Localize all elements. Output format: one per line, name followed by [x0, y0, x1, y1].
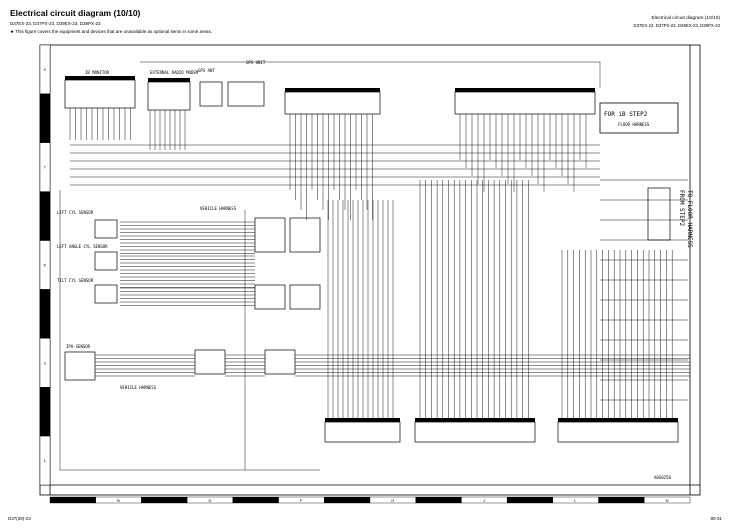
- column-label: H: [391, 498, 394, 503]
- figure-id: A0G0250: [654, 475, 671, 480]
- left-angle-sensor: LEFT ANGLE CYL SENSOR: [57, 244, 118, 271]
- to-floor-label: TO FLOOR HARNESS: [686, 190, 693, 248]
- model-list: D37EX-23, D37PX-23, D39EX-23, D39PX-23: [10, 21, 101, 26]
- main-connector-1: [284, 88, 381, 115]
- left-angle-label: LEFT ANGLE CYL SENSOR: [57, 244, 108, 249]
- bottom-connector-1: [324, 418, 401, 443]
- row-label: 4: [44, 311, 47, 316]
- row-label: 7: [44, 165, 47, 170]
- header-right-models: D37EX-23, D37PX-23, D39EX-23, D39PX-23: [633, 23, 720, 28]
- tilt-cyl-label: TILT CYL SENSOR: [57, 278, 94, 283]
- column-label: J: [483, 498, 485, 503]
- column-label: D: [209, 498, 212, 503]
- gps-ant-label: GPS ANT: [198, 68, 215, 73]
- column-label: F: [300, 498, 303, 503]
- column-label: C: [163, 498, 166, 503]
- ext-radio-label: EXTERNAL RADIO MODEM: [150, 70, 199, 75]
- ib-monitor-connector: IB MONITOR: [64, 70, 136, 109]
- column-band: [415, 496, 462, 504]
- column-label: L: [574, 498, 577, 503]
- row-band: [39, 435, 51, 486]
- mid-connector-d: [289, 284, 321, 310]
- mid-connector-c: [254, 284, 286, 310]
- vehicle-harness-bottom-label: VEHICLE HARNESS: [120, 385, 157, 390]
- footer-page-number: 80-31: [710, 516, 722, 521]
- row-label: 9: [44, 67, 47, 72]
- wiring: [59, 61, 690, 471]
- ipu-label: IPU-SENSOR: [66, 344, 91, 349]
- main-connector-2: [454, 88, 596, 115]
- gps-unit-connector: GPS UNIT: [227, 60, 266, 107]
- row-label: 1: [44, 458, 47, 463]
- column-label: B: [117, 498, 120, 503]
- column-labels: A B C D E F G H I J K L M N: [49, 496, 691, 504]
- column-label: G: [346, 498, 349, 503]
- column-label: A: [71, 498, 74, 503]
- row-label: 5: [44, 263, 47, 268]
- column-label: N: [666, 498, 669, 503]
- external-radio-connector: EXTERNAL RADIO MODEM: [147, 70, 199, 111]
- lift-cyl-sensor: LIFT CYL SENSOR: [57, 210, 118, 239]
- row-label: 3: [44, 360, 47, 365]
- vehicle-harness-top-label: VEHICLE HARNESS: [200, 206, 237, 211]
- column-label: M: [620, 498, 623, 503]
- column-band: [644, 496, 691, 504]
- row-label: 6: [44, 214, 47, 219]
- mid-connector-b: [289, 217, 321, 253]
- step2-label: FOR iB STEP2: [604, 111, 648, 118]
- column-label: I: [437, 498, 438, 503]
- header-right-title: Electrical circuit diagram (10/10): [651, 16, 720, 21]
- column-label: E: [254, 498, 257, 503]
- mid-connector-e: [194, 349, 226, 375]
- right-connector: FROM STEP2 TO FLOOR HARNESS: [647, 187, 693, 248]
- availability-note-text: This figure covers the equipment and dev…: [15, 29, 213, 34]
- row-label: 8: [44, 116, 47, 121]
- availability-note: ★ This figure covers the equipment and d…: [10, 29, 213, 34]
- row-labels: 9 8 7 6 5 4 3 2 1: [39, 44, 51, 486]
- bottom-connector-2: [414, 418, 536, 443]
- lift-cyl-label: LIFT CYL SENSOR: [57, 210, 94, 215]
- column-label: K: [529, 498, 532, 503]
- footer-model: D37(39)-23: [8, 516, 31, 521]
- row-label: 2: [44, 409, 47, 414]
- gps-unit-label: GPS UNIT: [246, 60, 266, 65]
- page-title: Electrical circuit diagram (10/10): [10, 8, 141, 18]
- mid-connector-a: [254, 217, 286, 253]
- ipu-sensor: IPU-SENSOR: [64, 344, 96, 381]
- gps-ant-connector: GPS ANT: [198, 68, 223, 107]
- from-step-label: FROM STEP2: [678, 190, 685, 227]
- ib-monitor-label: IB MONITOR: [85, 70, 110, 75]
- step2-box: FOR iB STEP2 FLOOR HARNESS: [599, 102, 679, 134]
- tilt-cyl-sensor: TILT CYL SENSOR: [57, 278, 118, 304]
- mid-connector-f: [264, 349, 296, 375]
- bottom-connector-3: [557, 418, 679, 443]
- floor-harness-label: FLOOR HARNESS: [618, 122, 650, 127]
